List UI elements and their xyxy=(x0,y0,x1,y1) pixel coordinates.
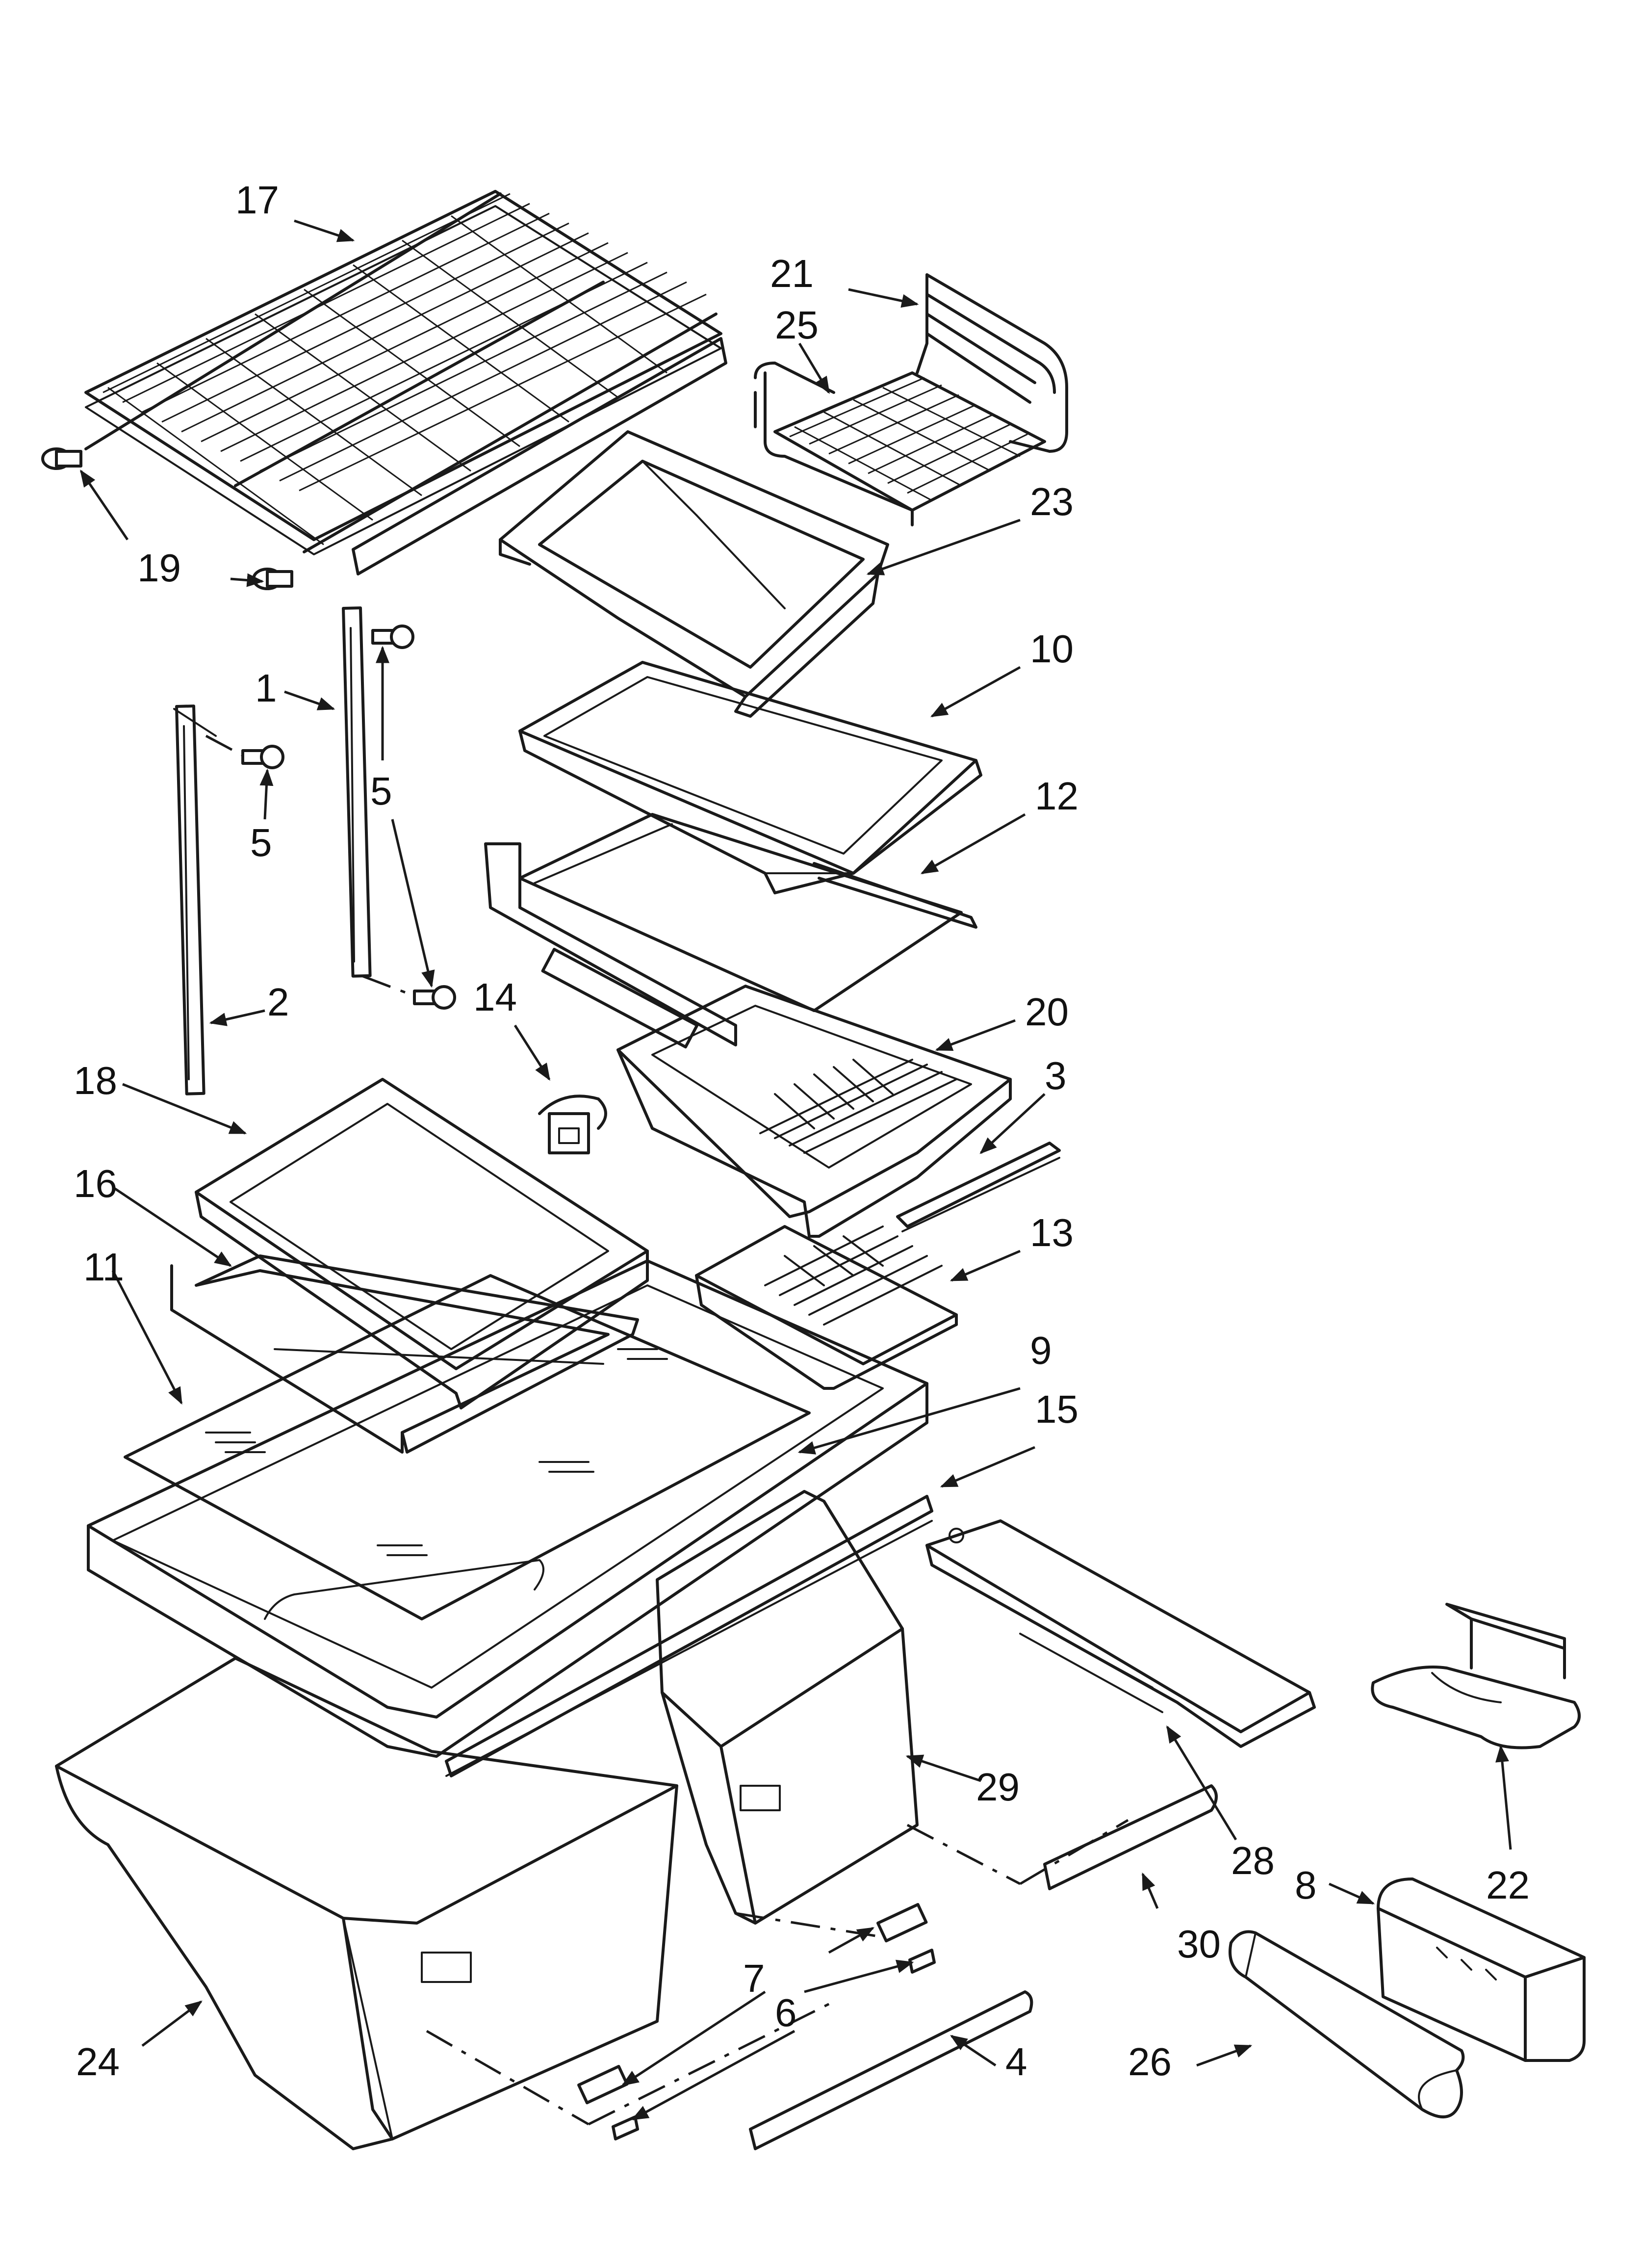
callout-18: 18 xyxy=(74,1059,117,1102)
wire-shelf-25 xyxy=(754,362,1046,526)
callout-9: 9 xyxy=(1030,1329,1052,1372)
callout-12: 12 xyxy=(1035,774,1078,818)
callout-22: 22 xyxy=(1486,1863,1530,1907)
callout-29: 29 xyxy=(976,1765,1020,1809)
callouts: 17 21 25 23 19 1 10 5 5 12 2 14 20 3 18 … xyxy=(74,178,1530,2084)
callout-19: 19 xyxy=(137,546,181,590)
door-bin-8 xyxy=(1377,1877,1586,2062)
callout-17: 17 xyxy=(235,178,279,222)
bar-26 xyxy=(1229,1930,1465,2118)
callout-6: 6 xyxy=(775,1991,797,2034)
cover-10 xyxy=(518,661,982,894)
tray-13 xyxy=(695,1225,958,1390)
bracket-16 xyxy=(170,1254,639,1454)
bracket-7 xyxy=(577,1903,928,2105)
callout-16: 16 xyxy=(74,1162,117,1205)
trim-3 xyxy=(896,1142,1061,1232)
trim-15 xyxy=(445,1495,933,1777)
shelf-frame-18 xyxy=(195,1078,649,1409)
callout-13: 13 xyxy=(1030,1211,1074,1254)
callout-11: 11 xyxy=(83,1245,124,1289)
pan-24 xyxy=(55,1657,678,2150)
callout-20: 20 xyxy=(1025,990,1069,1034)
leader-lines xyxy=(79,219,1512,2121)
callout-10: 10 xyxy=(1030,627,1074,671)
screw-5 xyxy=(205,625,456,1010)
wire-bin-21 xyxy=(916,273,1068,453)
glass-shelf-11 xyxy=(124,1274,811,1620)
clip-14 xyxy=(538,1095,607,1154)
drawer-20 xyxy=(616,985,1012,1238)
callout-8: 8 xyxy=(1295,1863,1317,1907)
rail-2 xyxy=(173,704,217,1095)
callout-14: 14 xyxy=(473,975,517,1019)
callout-1: 1 xyxy=(255,666,277,710)
callout-30: 30 xyxy=(1177,1922,1221,1966)
pan-29 xyxy=(656,1490,919,1925)
callout-15: 15 xyxy=(1035,1387,1078,1431)
callout-2: 2 xyxy=(267,980,289,1024)
callout-21: 21 xyxy=(770,252,814,295)
callout-7: 7 xyxy=(743,1956,765,2000)
trim-4 xyxy=(749,1990,1033,2150)
callout-28: 28 xyxy=(1231,1839,1275,1882)
callout-5b: 5 xyxy=(250,821,272,864)
trim-30 xyxy=(1043,1784,1218,1890)
callout-25: 25 xyxy=(775,303,819,347)
callout-23: 23 xyxy=(1030,480,1074,523)
rail-1 xyxy=(342,606,372,978)
callout-24: 24 xyxy=(76,2040,120,2084)
bracket-28 xyxy=(925,1519,1316,1748)
callout-5a: 5 xyxy=(370,769,392,813)
wire-shelf-17 xyxy=(84,190,727,575)
support-22 xyxy=(1371,1603,1581,1749)
frame-12 xyxy=(484,813,977,1049)
callout-3: 3 xyxy=(1045,1054,1067,1097)
callout-26: 26 xyxy=(1128,2040,1172,2084)
callout-4: 4 xyxy=(1005,2040,1027,2084)
